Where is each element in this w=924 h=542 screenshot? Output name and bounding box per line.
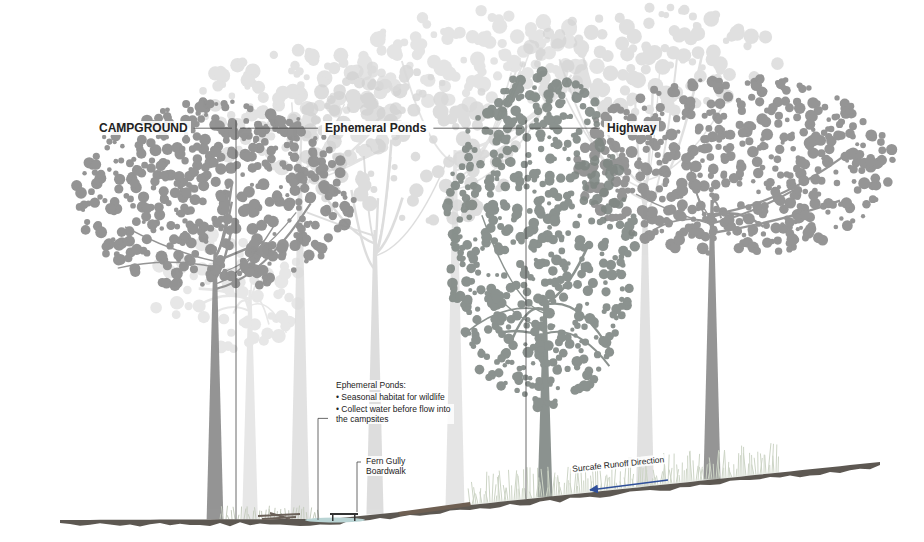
tree [287,65,521,515]
runoff-arrow [590,480,668,490]
zone-heading: Ephemeral Ponds [322,121,429,135]
leader-line [357,462,361,512]
trees [71,3,897,520]
grass [220,443,779,519]
tree [520,3,784,487]
leader-line [433,128,522,129]
tree [150,228,304,520]
callout-title: Ephemeral Ponds: [334,380,408,390]
zone-heading: Highway [604,121,659,135]
leader-lines [194,120,600,520]
callout-bullet: • Seasonal habitat for wildlife [334,392,447,402]
sticks [258,513,300,519]
zone-heading: CAMPGROUND [96,121,191,135]
leader-line [194,128,232,129]
boardwalk [330,513,358,521]
leader-line [526,120,527,499]
tree [573,74,897,479]
tree [199,44,403,519]
log [398,502,471,516]
leader-line [236,120,237,519]
pond [305,518,365,523]
leader-line [240,128,318,129]
callout-bullet: • Collect water before flow into the cam… [334,404,454,424]
leader-line [530,128,600,129]
leader-line [318,418,328,520]
feature-label: Fern Gully Boardwalk [364,456,418,476]
tree [357,5,605,507]
tree [71,97,357,519]
ground-line [60,462,880,527]
